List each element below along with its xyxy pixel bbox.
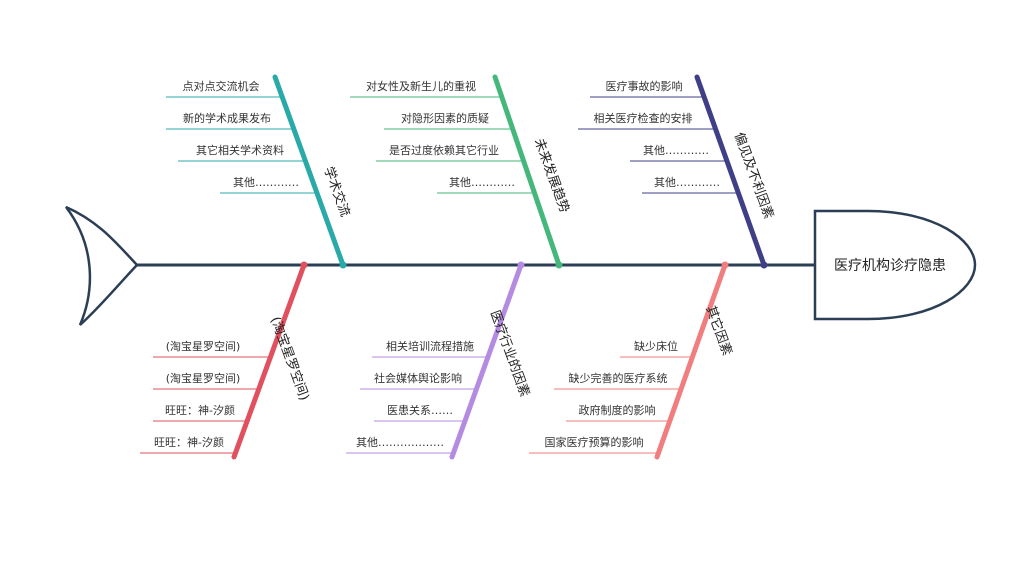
leaf-label: 国家医疗预算的影响 [545,435,644,449]
leaf-label: (淘宝星罗空间) [166,339,241,353]
branch-bone [654,262,728,460]
leaf-label: 其他………… [449,176,515,189]
branch-joint [339,261,347,269]
branch-bone [694,74,767,268]
leaf-label: 社会媒体舆论影响 [374,371,462,385]
leaf-label: (淘宝星罗空间) [166,371,241,385]
fish-head [813,209,977,321]
leaf-label: 相关培训流程措施 [386,339,474,353]
leaf-label: 对女性及新生儿的重视 [366,79,476,93]
leaf-label: 其他………… [233,176,299,189]
branch-title: 其它因素 [702,303,735,357]
leaf-label: 新的学术成果发布 [183,111,271,125]
branch-other-factors: 缺少床位 缺少完善的医疗系统 政府制度的影响 国家医疗预算的影响 其它因素 [529,261,735,460]
leaf-label: 对隐形因素的质疑 [401,111,489,125]
branch-joint [760,261,768,269]
branch-joint [721,261,729,269]
leaf-label: 是否过度依赖其它行业 [389,143,499,157]
branch-bias-factors: 医疗事故的影响 相关医疗检查的安排 其他………… 其他………… 偏见及不利因素 [578,74,776,269]
leaf-label: 点对点交流机会 [183,79,260,93]
branch-medical-industry: 相关培训流程措施 社会媒体舆论影响 医患关系…… 其他……………… 医疗行业的因… [346,261,533,460]
branch-joint [300,261,308,269]
leaf-label: 相关医疗检查的安排 [594,111,693,125]
branch-bone [272,74,346,268]
leaf-label: 医疗事故的影响 [606,79,683,93]
leaf-label: 缺少床位 [634,339,678,353]
leaf-label: 医患关系…… [387,403,453,417]
fish-tail [65,205,139,326]
branch-future-trends: 对女性及新生儿的重视 对隐形因素的质疑 是否过度依赖其它行业 其他………… 未来… [350,74,573,269]
branch-title: (淘宝星罗空间) [267,315,311,403]
branch-bone [492,74,562,268]
leaf-label: 旺旺：神-汐颜 [154,435,224,449]
branch-title: 医疗行业的因素 [487,308,533,399]
leaf-label: 缺少完善的医疗系统 [569,371,668,385]
leaf-label: 其他……………… [356,436,444,449]
branch-bottom-left: (淘宝星罗空间) (淘宝星罗空间) 旺旺：神-汐颜 旺旺：神-汐颜 (淘宝星罗空… [140,261,311,460]
leaf-label: 其他………… [643,144,709,157]
branch-academic-exchange: 点对点交流机会 新的学术成果发布 其它相关学术资料 其他………… 学术交流 [166,74,353,269]
leaf-label: 政府制度的影响 [579,403,656,417]
branch-joint [555,261,563,269]
leaf-label: 其它相关学术资料 [196,143,284,157]
branch-bone [449,262,524,460]
leaf-label: 其他………… [654,176,720,189]
branch-bone [231,262,307,460]
leaf-label: 旺旺：神-汐颜 [165,403,235,417]
head-label: 医疗机构诊疗隐患 [834,258,946,274]
branch-title: 偏见及不利因素 [731,130,776,221]
branch-joint [517,261,525,269]
